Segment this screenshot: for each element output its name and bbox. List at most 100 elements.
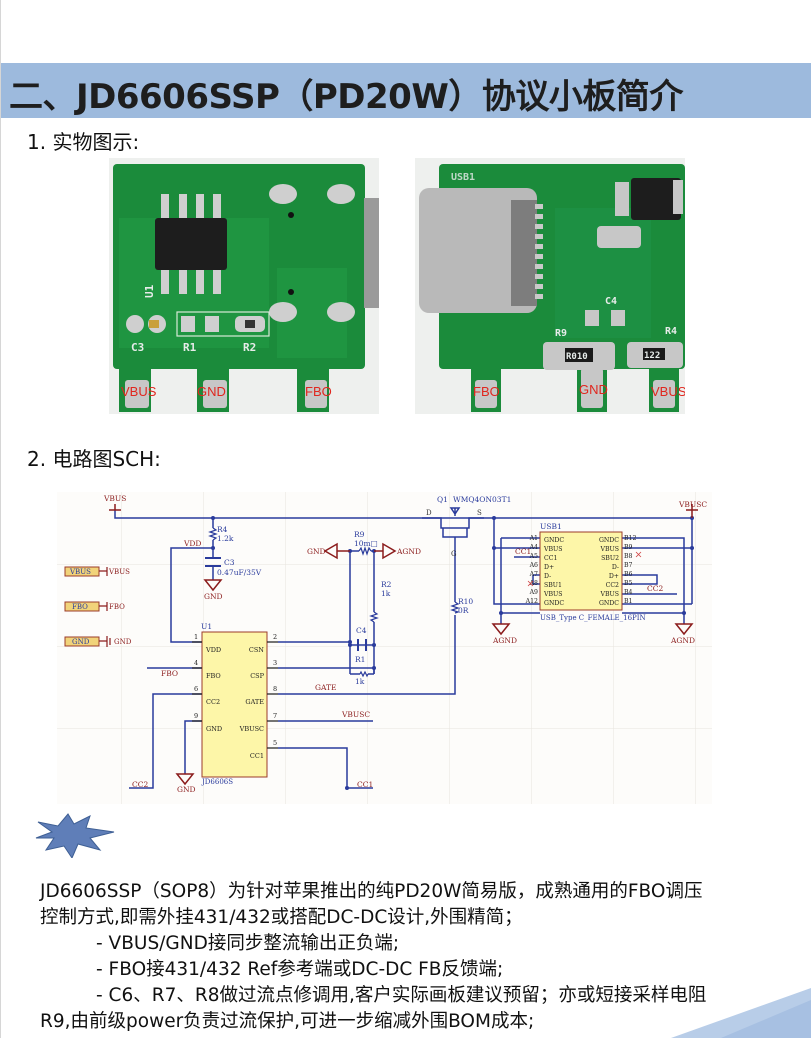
usb1-pin-name: CC1 — [544, 555, 557, 562]
usb1-pin-name: VBUS — [543, 591, 562, 598]
agnd-symbol-r9 — [374, 542, 397, 560]
usb1-pin-name: GNDC — [544, 537, 564, 544]
usb1-pin-num: B6 — [624, 571, 633, 578]
r4-value: 1.2k — [217, 534, 234, 543]
r2-value: 1k — [381, 589, 391, 598]
port-gnd-net: GND — [114, 638, 132, 646]
usb1-pin-num: B4 — [624, 589, 633, 596]
u1-pin-num: 1 — [194, 633, 198, 641]
u1-pin-num: 2 — [273, 633, 277, 641]
u1-pin-num: 3 — [273, 659, 277, 667]
q1-pin-g: G — [451, 550, 457, 558]
u1-pin-name: VBUSC — [239, 725, 264, 733]
usb1-pin-name: D- — [612, 564, 619, 571]
usb1-pin-num: A1 — [529, 535, 538, 542]
r9-value: 10m□ — [354, 539, 378, 548]
r9-marking: R010 — [566, 352, 588, 362]
pad-label-gnd: GND — [197, 384, 226, 399]
u1-pin-name: CC1 — [250, 752, 264, 760]
u1-pin-name: VDD — [205, 646, 221, 654]
schematic: R4 1.2k C3 0.47uF/35V R9 10m□ R2 1k C4 R… — [57, 492, 712, 804]
r2-ref: R2 — [381, 580, 392, 589]
gnd-symbol-c3 — [203, 579, 223, 592]
no-connect-b8 — [635, 551, 642, 558]
starburst-icon — [35, 813, 115, 858]
net-vbusc: VBUSC — [341, 710, 370, 719]
usb1-pin-name: D+ — [609, 573, 619, 580]
usb1-pin-name: CC2 — [606, 582, 619, 589]
port-fbo-label: FBO — [72, 603, 88, 611]
silk-r2: R2 — [243, 341, 256, 354]
usb1-pin-name: D+ — [544, 564, 554, 571]
r1-value: 1k — [355, 677, 365, 686]
c3-symbol — [205, 557, 221, 567]
pad-label-vbus: VBUS — [121, 384, 157, 399]
r2-symbol — [369, 611, 379, 623]
silk-c4: C4 — [605, 296, 617, 307]
usb1-pin-num: B7 — [624, 562, 633, 569]
c3-ref: C3 — [224, 558, 235, 567]
no-connect-a8 — [527, 580, 534, 587]
q1-ref: Q1 — [437, 495, 448, 504]
usb1-pin-num: A4 — [529, 544, 538, 551]
description-intro-line2: 控制方式,即需外挂431/432或搭配DC-DC设计,外围精简； — [40, 907, 523, 928]
usb1-part: USB_Type C_FEMALE_16PIN — [540, 614, 646, 622]
usb1-pin-name: D- — [544, 573, 551, 580]
agnd-symbol-right — [674, 623, 694, 636]
u1-pin-num: 9 — [194, 712, 198, 720]
r9-ref: R9 — [354, 530, 365, 539]
c3-value: 0.47uF/35V — [217, 568, 262, 577]
usb1-body — [539, 531, 623, 611]
usb1-ref: USB1 — [540, 522, 562, 531]
net-agnd-right: AGND — [670, 636, 695, 645]
vbus-power-port — [109, 504, 121, 511]
usb1-pin-name: SBU2 — [601, 555, 619, 562]
port-gnd-label: GND — [72, 638, 90, 646]
usb1-pin-num: B8 — [624, 553, 633, 560]
title-band: 二、JD6606SSP（PD20W）协议小板简介 — [1, 63, 811, 118]
usb1-pin-num: B5 — [624, 580, 633, 587]
r4-ref: R4 — [217, 525, 228, 534]
description-bullet: - C6、R7、R8做过流点修调用,客户实际画板建议预留；亦或短接采样电阻 — [96, 985, 707, 1006]
silk-r1: R1 — [183, 341, 197, 354]
usb1-pin-num: A6 — [529, 562, 538, 569]
c4-ref: C4 — [356, 626, 367, 635]
net-vbusc-top: VBUSC — [678, 500, 707, 509]
port-vbus-net: VBUS — [108, 568, 130, 576]
net-cc1: CC1 — [357, 780, 373, 789]
u1-pin-num: 6 — [194, 685, 198, 693]
usb1-pin-num: B1 — [624, 598, 633, 605]
silk-u1: U1 — [143, 284, 156, 298]
q1-pin-d: D — [426, 509, 432, 517]
pad-label-fbo: FBO — [305, 384, 332, 399]
usb1-pin-name: GNDC — [599, 600, 619, 607]
usb1-pin-name: SBU1 — [544, 582, 562, 589]
pad-label-vbus: VBUS — [651, 384, 685, 399]
net-fbo: FBO — [161, 669, 178, 678]
q1-pin-s: S — [477, 509, 482, 517]
corner-decoration — [671, 988, 811, 1038]
r4-symbol — [208, 527, 218, 541]
usb1-pin-num: A8 — [529, 580, 538, 587]
q1-value: WMQ4ON03T1 — [453, 495, 511, 504]
r10-value: 0R — [458, 606, 469, 615]
u1-pin-name: GND — [206, 725, 222, 733]
usb1-pin-name: VBUS — [600, 591, 619, 598]
usb1-pin-num: A12 — [525, 598, 538, 605]
usb1-pin-num: B12 — [624, 535, 636, 542]
u1-pin-num: 5 — [273, 739, 277, 747]
description: JD6606SSP（SOP8）为针对苹果推出的纯PD20W简易版，成熟通用的FB… — [40, 879, 800, 1035]
vbusc-power-port — [686, 504, 698, 518]
silk-c3: C3 — [131, 341, 144, 354]
r1-ref: R1 — [355, 655, 365, 664]
u1-pin-name: CSN — [249, 646, 264, 654]
description-tail-line: R9,由前级power负责过流保护,可进一步缩减外围BOM成本; — [40, 1011, 535, 1032]
net-gnd-r9: GND — [307, 547, 326, 556]
net-gnd-u1: GND — [177, 785, 196, 794]
silk-usb1: USB1 — [451, 172, 475, 183]
gnd-symbol-r9 — [323, 542, 350, 560]
page-title: 二、JD6606SSP（PD20W）协议小板简介 — [9, 77, 683, 117]
agnd-symbol-left — [491, 623, 511, 636]
u1-pin-num: 8 — [273, 685, 277, 693]
u1-part: JD6606S — [201, 778, 233, 786]
